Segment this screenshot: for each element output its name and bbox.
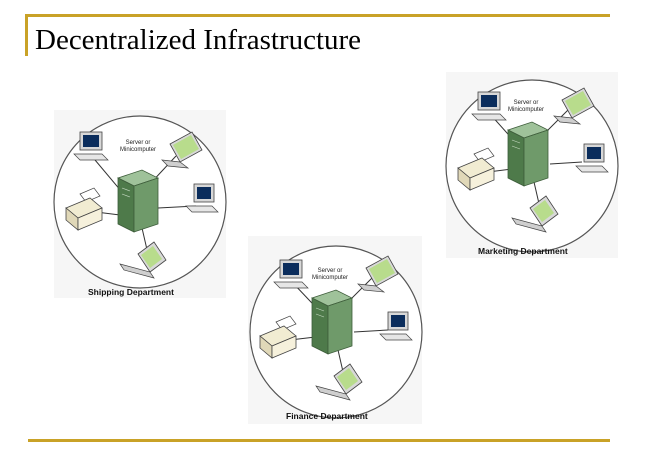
network-diagram xyxy=(445,79,619,253)
server-label: Server or Minicomputer xyxy=(507,100,544,113)
connection-line xyxy=(549,161,583,165)
laptop-icon xyxy=(511,195,559,233)
laptop-icon xyxy=(357,255,399,293)
cluster-finance: Server or Minicomputer Finance Departmen… xyxy=(244,236,429,426)
printer-icon xyxy=(457,147,495,191)
server-tower-icon xyxy=(116,169,160,233)
department-label: Marketing Department xyxy=(478,246,568,256)
server-label: Server or Minicomputer xyxy=(119,140,156,153)
server-tower-icon xyxy=(310,289,354,355)
bottom-accent-rule xyxy=(28,439,610,442)
laptop-icon xyxy=(315,363,363,401)
laptop-icon xyxy=(553,87,595,125)
cluster-marketing: Server or Minicomputer Marketing Departm… xyxy=(444,72,624,262)
laptop-icon xyxy=(119,241,167,279)
left-accent-rule xyxy=(25,14,28,56)
department-label: Shipping Department xyxy=(88,287,174,297)
desktop-computer-icon xyxy=(185,183,219,213)
connection-line xyxy=(353,329,389,333)
server-label: Server or Minicomputer xyxy=(311,268,348,281)
desktop-computer-icon xyxy=(471,91,507,121)
desktop-computer-icon xyxy=(73,131,109,161)
network-diagram xyxy=(249,245,423,419)
printer-icon xyxy=(259,315,297,359)
printer-icon xyxy=(65,187,103,231)
department-label: Finance Department xyxy=(286,411,368,421)
top-accent-rule xyxy=(25,14,610,17)
laptop-icon xyxy=(161,131,203,169)
cluster-shipping: Server or Minicomputer Shipping Departme… xyxy=(50,108,235,298)
desktop-computer-icon xyxy=(273,259,309,289)
network-diagram xyxy=(53,115,227,289)
desktop-computer-icon xyxy=(575,143,609,173)
server-tower-icon xyxy=(506,121,550,187)
slide-title: Decentralized Infrastructure xyxy=(35,24,362,56)
desktop-computer-icon xyxy=(379,311,413,341)
